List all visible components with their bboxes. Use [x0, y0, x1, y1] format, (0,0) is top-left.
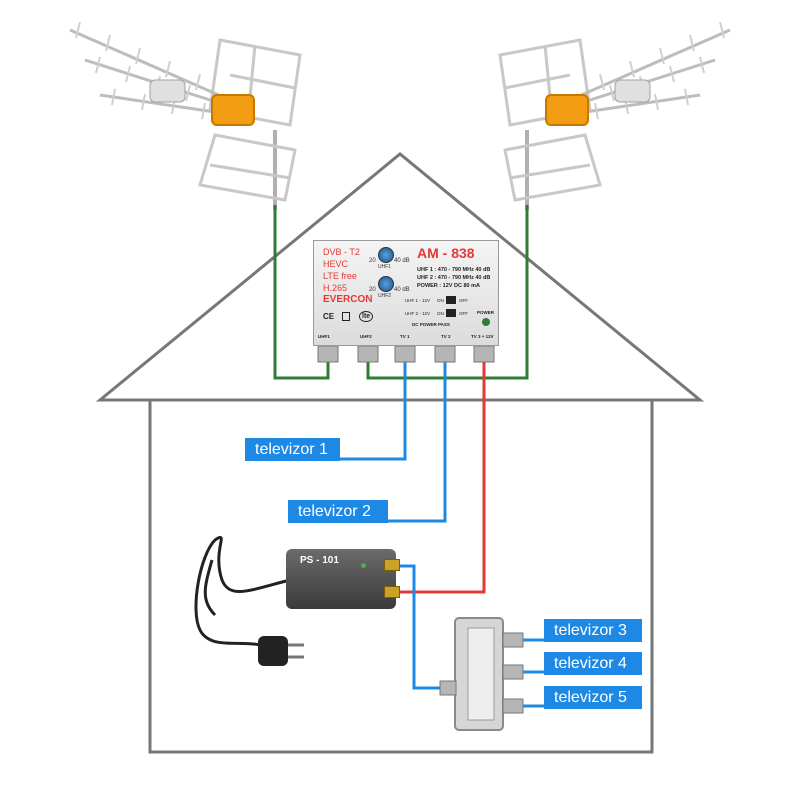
knob1-min: 20	[369, 258, 376, 264]
power-supply: PS - 101	[286, 549, 400, 609]
tv1-cable	[340, 360, 407, 461]
tv-label-5: televizor 5	[544, 686, 642, 709]
switch1-label: UHF 1 - 12V	[405, 298, 431, 303]
antenna-cable-left	[273, 205, 330, 380]
amp-feature-3: LTE free	[323, 271, 357, 281]
knob2-name: UHF2	[378, 293, 392, 299]
power-cable	[398, 360, 486, 594]
recycle-bin-icon	[342, 312, 350, 321]
gain-knob-1[interactable]	[378, 247, 394, 263]
switch2-label: UHF 2 - 12V	[405, 311, 431, 316]
tv-label-1: televizor 1	[245, 438, 340, 461]
switch-uhf1-toggle[interactable]	[446, 296, 456, 304]
knob1-max: 40 dB	[394, 258, 410, 264]
amplifier: DVB - T2 HEVC LTE free H.265 EVERCON 20 …	[313, 240, 499, 346]
amplifier-connectors	[317, 345, 495, 363]
amp-spec-2: UHF 2 : 470 - 790 MHz 40 dB	[417, 275, 491, 281]
amp-spec-3: POWER : 12V DC 80 mA	[417, 283, 480, 289]
amp-model: AM - 838	[417, 245, 475, 261]
port-label-uhf1: UHF1	[318, 334, 330, 339]
knob2-max: 40 dB	[394, 287, 410, 293]
gain-knob-2[interactable]	[378, 276, 394, 292]
port-label-tv2: TV 2	[441, 334, 451, 339]
splitter-input-cable	[398, 564, 448, 690]
knob2-min: 20	[369, 287, 376, 293]
amp-feature-2: HEVC	[323, 259, 349, 269]
power-led-icon	[482, 318, 490, 326]
house-outline	[95, 152, 705, 754]
splitter	[439, 617, 524, 731]
port-label-uhf2: UHF2	[360, 334, 372, 339]
switch2-off: OFF	[459, 311, 468, 316]
amp-feature-4: H.265	[323, 283, 348, 293]
tv-label-3: televizor 3	[544, 619, 642, 642]
switch2-on: ON	[437, 311, 444, 316]
power-supply-led-icon	[361, 563, 366, 568]
power-cord	[194, 536, 291, 647]
switch1-off: OFF	[459, 298, 468, 303]
antenna-right	[498, 21, 731, 210]
house-roof	[95, 152, 705, 402]
tv-label-4: televizor 4	[544, 652, 642, 675]
antenna-left	[69, 21, 302, 210]
amp-spec-1: UHF 1 : 470 - 790 MHz 40 dB	[417, 267, 491, 273]
house-walls	[148, 400, 654, 754]
port-label-tv3-12v: TV 3 + 12V	[471, 334, 494, 339]
tv-label-2: televizor 2	[288, 500, 388, 523]
power-supply-model: PS - 101	[300, 555, 339, 566]
lte-badge: lte	[359, 311, 374, 322]
power-supply-connector-bottom	[384, 586, 400, 598]
power-supply-connector-top	[384, 559, 400, 571]
power-plug	[258, 636, 304, 666]
knob1-name: UHF1	[378, 264, 392, 270]
ce-mark-icon: CE	[323, 312, 335, 321]
power-label: POWER	[477, 310, 495, 315]
switch1-on: ON	[437, 298, 444, 303]
amp-brand: EVERCON	[323, 294, 373, 305]
switch-uhf2-toggle[interactable]	[446, 309, 456, 317]
antenna-cable-right	[366, 205, 529, 380]
port-label-tv1: TV 1	[400, 334, 410, 339]
dc-power-pass: DC POWER PASS	[412, 322, 450, 327]
amp-feature-1: DVB - T2	[323, 247, 360, 257]
tv2-cable	[388, 360, 447, 523]
